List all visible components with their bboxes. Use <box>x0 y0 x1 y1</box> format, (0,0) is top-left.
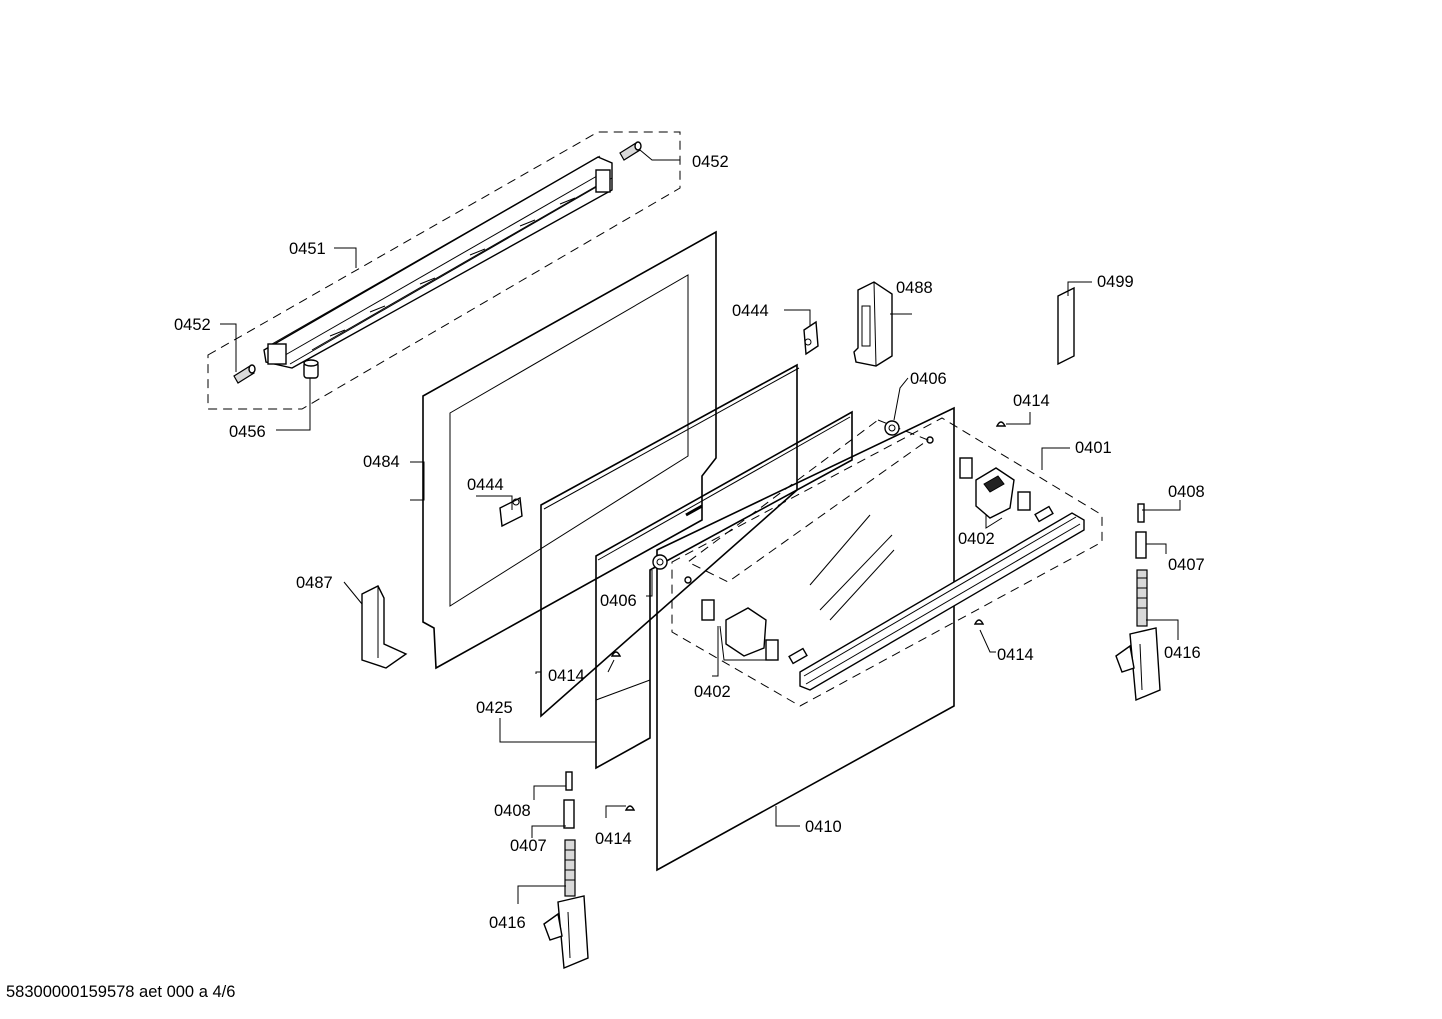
label-0406-mid: 0406 <box>600 592 637 610</box>
outer-door-0410 <box>656 406 955 872</box>
label-0484: 0484 <box>363 453 400 471</box>
label-0416-right: 0416 <box>1164 644 1201 662</box>
clip-0414-top <box>995 421 1007 427</box>
top-handle-dashed-group <box>207 131 681 410</box>
label-0410: 0410 <box>805 818 842 836</box>
label-0444-mid: 0444 <box>467 476 504 494</box>
label-0444-top: 0444 <box>732 302 769 320</box>
label-0414-top: 0414 <box>1013 392 1050 410</box>
label-0488: 0488 <box>896 279 933 297</box>
label-0499 <box>1057 286 1075 366</box>
label-0402-mid: 0402 <box>694 683 731 701</box>
part-labels: 0452 0451 0452 0456 0484 0444 0444 0488 … <box>174 153 1205 932</box>
pin-0452-top <box>619 141 642 161</box>
support-0488 <box>853 281 893 367</box>
leader-lines <box>220 149 1181 904</box>
bracket-0402-right <box>959 457 1031 519</box>
label-0408-left: 0408 <box>494 802 531 820</box>
label-0407-right: 0407 <box>1168 556 1205 574</box>
document-footer: 58300000159578 aet 000 a 4/6 <box>6 983 235 1001</box>
label-0401: 0401 <box>1075 439 1112 457</box>
screw-0406-top <box>884 420 900 436</box>
hinge-plate-0444-mid <box>499 496 523 528</box>
label-0414-low: 0414 <box>595 830 632 848</box>
clip-0414-low <box>624 805 636 811</box>
clip-0414-right <box>973 619 985 625</box>
label-0402-right: 0402 <box>958 530 995 548</box>
cap-0456 <box>303 359 319 379</box>
label-0414-right: 0414 <box>997 646 1034 664</box>
glass-pane-0425 <box>595 410 853 770</box>
handle-bar-0451 <box>263 156 613 369</box>
label-0425: 0425 <box>476 699 513 717</box>
label-0451: 0451 <box>289 240 326 258</box>
bracket-0402-mid <box>701 599 779 661</box>
label-0487: 0487 <box>296 574 333 592</box>
label-0416-left: 0416 <box>489 914 526 932</box>
label-0414-mid: 0414 <box>548 667 585 685</box>
hinge-left-0416 <box>543 771 589 970</box>
label-0456: 0456 <box>229 423 266 441</box>
screw-0406-mid <box>652 554 668 570</box>
label-0407-left: 0407 <box>510 837 547 855</box>
bracket-0487 <box>361 585 408 669</box>
label-0499: 0499 <box>1097 273 1134 291</box>
glass-pane-0414-mid <box>540 363 800 718</box>
clip-0414-mid <box>610 651 622 657</box>
label-0452-top: 0452 <box>692 153 729 171</box>
handle-group-0401-inner-dashed <box>687 419 930 583</box>
label-0408-right: 0408 <box>1168 483 1205 501</box>
handle-group-0401-dashed <box>671 417 1103 707</box>
hinge-right-0416 <box>1115 503 1161 702</box>
top-handle-assembly <box>207 131 681 410</box>
pin-0452-left <box>233 364 256 384</box>
hinge-plate-0444-top <box>803 320 819 356</box>
inner-door-frame-0484 <box>422 230 717 670</box>
door-handle-bar <box>788 505 1085 691</box>
label-0452-left: 0452 <box>174 316 211 334</box>
label-0406-top: 0406 <box>910 370 947 388</box>
